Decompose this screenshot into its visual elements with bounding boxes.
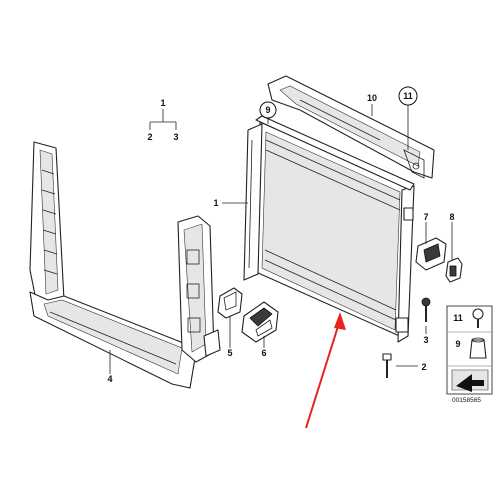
callout-11: 11 xyxy=(403,91,413,101)
radiator xyxy=(243,115,415,343)
part-8-clip xyxy=(445,257,463,283)
callout-1-top: 1 xyxy=(160,98,165,108)
radiator-carrier-frame xyxy=(29,141,221,389)
legend-row-9: 9 xyxy=(455,339,460,349)
callout-9-circle xyxy=(259,101,277,119)
callout-2-top: 2 xyxy=(147,132,152,142)
callout-8: 8 xyxy=(449,212,454,222)
callout-11-circle xyxy=(398,86,418,106)
legend-box: 11 9 xyxy=(446,305,493,395)
leader-lines xyxy=(109,104,453,374)
legend-grommet-icon xyxy=(469,337,487,359)
diagram-code: 00158565 xyxy=(452,397,481,404)
callout-labels: 1 2 3 1 4 5 6 7 8 9 10 11 3 2 xyxy=(107,86,455,384)
callout-3-bolt: 3 xyxy=(423,335,428,345)
callout-4: 4 xyxy=(107,374,112,384)
red-arrow-pointer xyxy=(305,312,346,429)
part-3-bolt xyxy=(421,297,431,322)
part-7-clip xyxy=(415,237,447,271)
legend-row-11: 11 xyxy=(453,313,463,323)
part-2-bolt xyxy=(382,353,392,378)
part-5-bracket xyxy=(217,287,243,319)
legend-screw-icon xyxy=(472,308,484,328)
callout-10: 10 xyxy=(367,93,377,103)
callout-6: 6 xyxy=(261,348,266,358)
callout-2-bolt: 2 xyxy=(421,362,426,372)
callout-7: 7 xyxy=(423,212,428,222)
callout-3-top: 3 xyxy=(173,132,178,142)
part-6-mount xyxy=(241,301,279,343)
callout-5: 5 xyxy=(227,348,232,358)
callout-1-radiator: 1 xyxy=(213,198,218,208)
legend-arrow-icon xyxy=(451,369,489,392)
upper-support-bracket xyxy=(267,75,435,179)
callout-9: 9 xyxy=(265,105,270,115)
